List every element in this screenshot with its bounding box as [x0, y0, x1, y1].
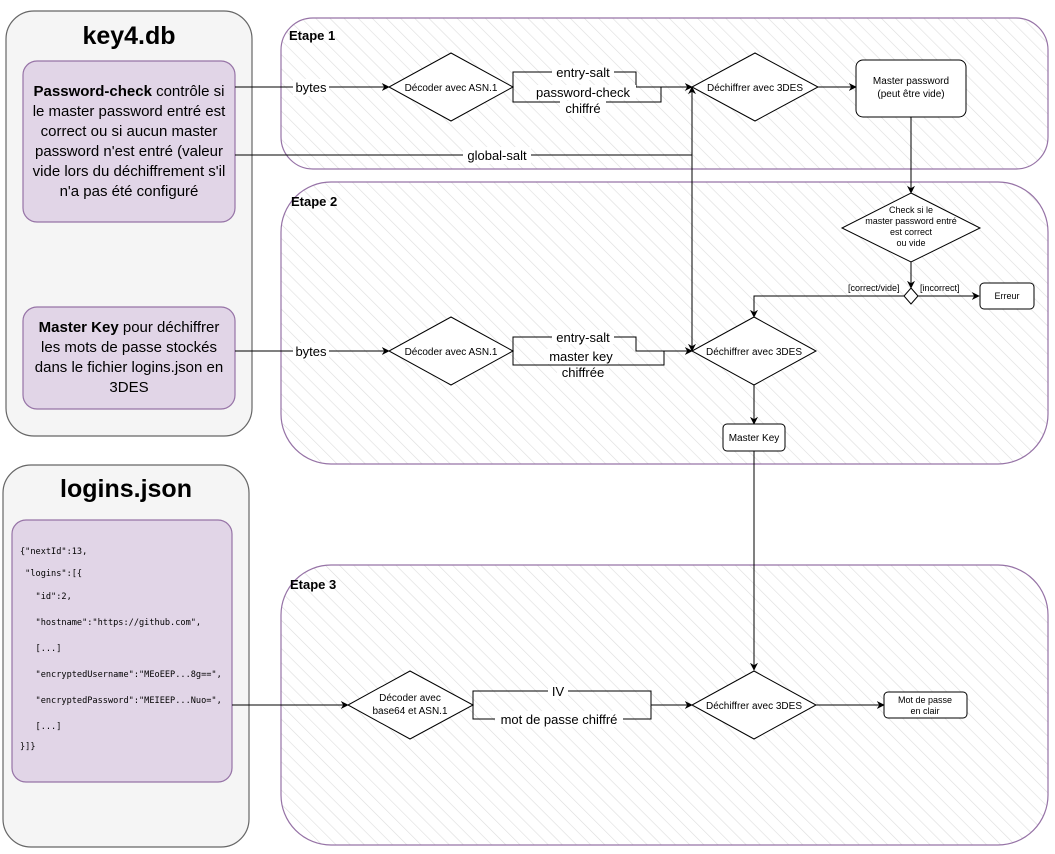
code-line: "encryptedPassword":"MEIEEP...Nuo=",	[20, 696, 222, 706]
master-key-box	[22, 306, 236, 410]
logins-json-content-box	[11, 519, 233, 783]
password-check-encrypted-label-2: chiffré	[565, 101, 600, 116]
logins-json-code: {"nextId":13, "logins":[{ "id":2, "hostn…	[12, 520, 232, 782]
master-key-encrypted-label-2: chiffrée	[562, 365, 604, 380]
stage2-title: Etape 2	[291, 194, 337, 209]
master-password-node	[855, 59, 967, 118]
stage1-title: Etape 1	[289, 28, 335, 43]
master-key-term: Master Key	[38, 319, 119, 336]
decrypt-3des-node-3	[690, 670, 818, 740]
master-password-label-line2: (peut être vide)	[877, 89, 944, 100]
code-line: [...]	[20, 644, 62, 654]
code-line: "id":2,	[20, 592, 72, 602]
stage2-container	[280, 181, 1049, 465]
decode-asn1-node-1	[387, 52, 515, 122]
master-key-node	[722, 423, 786, 452]
password-check-text: contrôle si le master password entré est…	[32, 82, 226, 200]
master-password-label-line1: Master password	[873, 76, 949, 87]
plaintext-label-line2: en clair	[910, 706, 939, 716]
stage3-title: Etape 3	[290, 577, 336, 592]
master-key-text: pour déchiffrer les mots de passe stocké…	[34, 319, 224, 396]
edge-decode1-to-decrypt1-lower	[512, 83, 693, 103]
decrypt-3des-label-2: Déchiffrer avec 3DES	[706, 347, 802, 358]
decode-base64-node	[346, 670, 475, 740]
check-label-line4: ou vide	[896, 238, 925, 248]
bytes-label-2: bytes	[295, 344, 327, 359]
check-password-node	[840, 192, 982, 263]
edge-decode3-to-decrypt3-lower	[472, 701, 693, 720]
bytes-label-1: bytes	[295, 80, 327, 95]
error-node	[979, 282, 1035, 310]
decrypt-3des-label-3: Déchiffrer avec 3DES	[706, 701, 802, 712]
decode-base64-label-line2: base64 et ASN.1	[372, 706, 447, 717]
code-line: {"nextId":13,	[20, 547, 88, 557]
code-line: }]}	[20, 742, 36, 752]
edge-decode2-to-decrypt2	[512, 336, 692, 352]
decrypt-3des-node-2	[690, 316, 818, 386]
entry-salt-label-2: entry-salt	[556, 330, 610, 345]
iv-label: IV	[552, 684, 565, 699]
edge-merge-correct	[750, 295, 904, 318]
decode-asn1-node-2	[387, 316, 515, 386]
master-key-encrypted-label-1: master key	[549, 349, 613, 364]
plaintext-label-line1: Mot de passe	[898, 695, 952, 705]
plaintext-node	[883, 691, 968, 719]
decode-asn1-label-1: Décoder avec ASN.1	[405, 83, 498, 94]
code-line: [...]	[20, 722, 62, 732]
check-label-line2: master password entré	[865, 216, 957, 226]
master-key-description: Master Key pour déchiffrer les mots de p…	[23, 307, 235, 409]
code-line: "logins":[{	[20, 569, 83, 579]
entry-salt-label-1: entry-salt	[556, 65, 610, 80]
encrypted-password-label: mot de passe chiffré	[501, 712, 618, 727]
error-label: Erreur	[994, 291, 1019, 301]
stage1-container	[280, 17, 1049, 170]
code-line: "encryptedUsername":"MEoEEP...8g==",	[20, 670, 222, 680]
global-salt-label: global-salt	[467, 148, 527, 163]
password-check-box	[22, 60, 236, 223]
guard-incorrect-label: [incorrect]	[920, 283, 960, 293]
check-label-line1: Check si le	[889, 205, 933, 215]
logins-json-title: logins.json	[60, 475, 192, 503]
decode-base64-label-line1: Décoder avec	[379, 693, 441, 704]
master-key-label: Master Key	[729, 433, 780, 444]
check-label-line3: est correct	[890, 227, 933, 237]
edge-decode2-to-decrypt2-lower	[512, 347, 693, 366]
decrypt-3des-label-1: Déchiffrer avec 3DES	[707, 83, 803, 94]
guard-correct-label: [correct/vide]	[848, 283, 900, 293]
code-line: "hostname":"https://github.com",	[20, 618, 202, 628]
decrypt-3des-node-1	[690, 52, 820, 122]
edge-decode1-to-decrypt1	[512, 71, 692, 88]
key4db-title: key4.db	[82, 22, 175, 50]
password-check-encrypted-label-1: password-check	[536, 85, 630, 100]
password-check-description: Password-check contrôle si le master pas…	[23, 61, 235, 222]
decode-asn1-label-2: Décoder avec ASN.1	[405, 347, 498, 358]
password-check-term: Password-check	[33, 82, 152, 100]
merge-diamond	[903, 287, 919, 305]
